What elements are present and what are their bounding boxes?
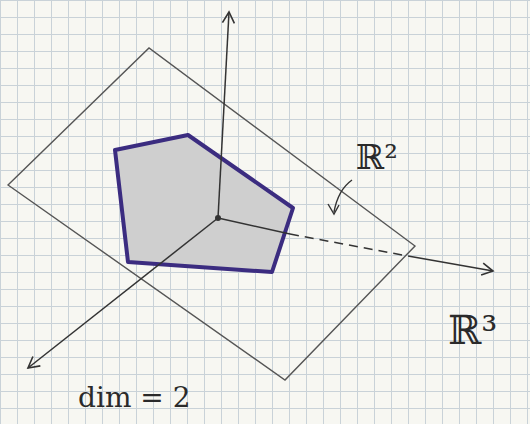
leader-head xyxy=(328,204,339,214)
z-axis xyxy=(218,12,229,218)
plane xyxy=(8,48,415,380)
y-axis-hidden xyxy=(290,234,408,256)
plane-label: ℝ² xyxy=(356,140,398,174)
polygon-region xyxy=(115,135,293,272)
origin xyxy=(215,215,221,221)
leader-line xyxy=(334,180,352,212)
space-label: ℝ³ xyxy=(448,310,497,350)
dimension-note: dim = 2 xyxy=(78,384,191,412)
y-axis-end xyxy=(408,256,493,271)
y-axis xyxy=(218,218,290,234)
x-axis xyxy=(28,218,218,368)
